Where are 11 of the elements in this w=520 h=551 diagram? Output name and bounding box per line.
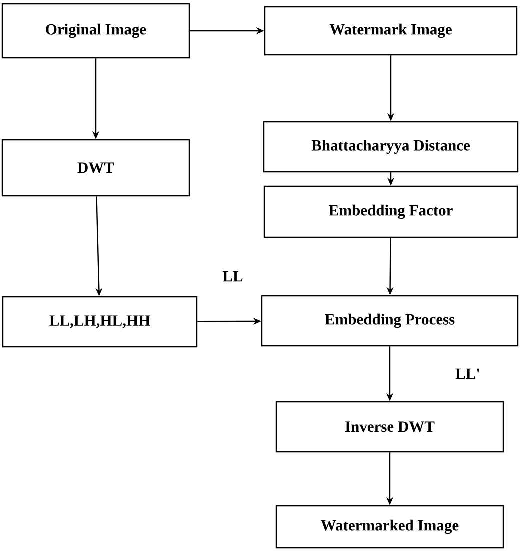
process-box: Inverse DWT [276, 401, 504, 453]
process-box: LL,LH,HL,HH [2, 296, 198, 348]
process-box: DWT [2, 139, 190, 197]
process-box: Watermark Image [264, 6, 518, 56]
edge-label: LL [222, 270, 244, 283]
process-box: Embedding Factor [264, 186, 518, 238]
process-box: Watermarked Image [276, 505, 504, 549]
process-box: Bhattacharyya Distance [263, 121, 519, 173]
edge-label: LL' [454, 368, 482, 380]
process-box: Original Image [2, 3, 190, 59]
process-box: Embedding Process [261, 295, 519, 347]
